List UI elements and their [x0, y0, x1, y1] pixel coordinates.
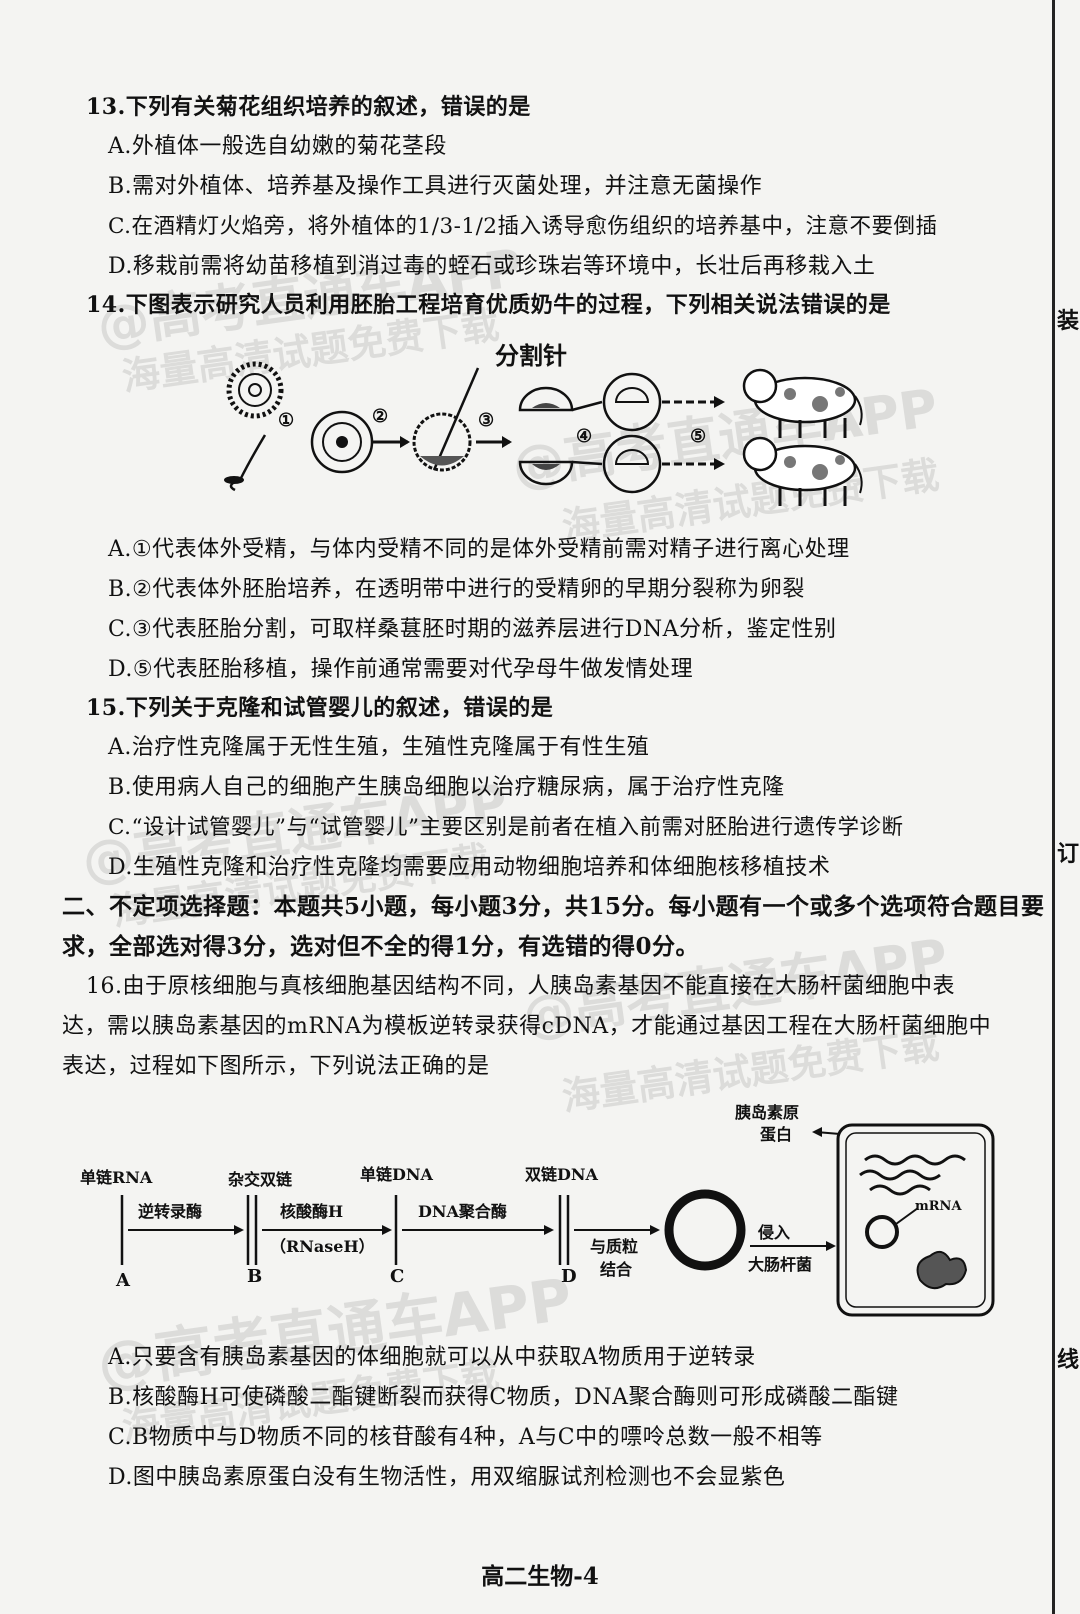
enzyme-dna-polymerase: DNA聚合酶	[418, 1202, 507, 1221]
q16-option-c: C.B物质中与D物质不同的核苷酸有4种，A与C中的嘌呤总数一般不相等	[108, 1425, 823, 1450]
binding-margin-line	[1052, 0, 1055, 1614]
bacterial-chromosome	[916, 1250, 968, 1290]
step-2-label: ②	[372, 406, 388, 427]
label-double-strand-dna: 双链DNA	[525, 1165, 599, 1184]
q13-stem: 13.下列有关菊花组织培养的叙述，错误的是	[86, 94, 531, 120]
label-hybrid-duplex: 杂交双链	[228, 1170, 293, 1189]
q15-option-a: A.治疗性克隆属于无性生殖，生殖性克隆属于有性生殖	[108, 735, 650, 760]
gene-expression-figure: 单链RNA 杂交双链 单链DNA 双链DNA A 逆转录酶 B 核酸酶H （RN…	[80, 1103, 995, 1317]
product-label-2: 蛋白	[760, 1125, 792, 1144]
blastocyst	[412, 412, 472, 472]
q13-option-d: D.移栽前需将幼苗移植到消过毒的蛭石或珍珠岩等环境中，长壮后再移栽入土	[108, 254, 876, 279]
q15-stem: 15.下列关于克隆和试管婴儿的叙述，错误的是	[86, 695, 554, 721]
page-footer: 高二生物-4	[481, 1563, 599, 1590]
half-embryo-bottom	[518, 460, 574, 486]
half-embryo-top	[518, 386, 574, 412]
step-4-label: ④	[576, 426, 592, 447]
q16-option-d: D.图中胰岛素原蛋白没有生物活性，用双缩脲试剂检测也不会显紫色	[108, 1465, 786, 1490]
q13-option-c: C.在酒精灯火焰旁，将外植体的1/3-1/2插入诱导愈伤组织的培养基中，注意不要…	[108, 214, 938, 239]
plasmid-in-cell	[865, 1215, 899, 1249]
embryo-bottom	[602, 434, 662, 494]
embryo-engineering-figure: 分割针 ① ② ③ ④	[224, 341, 863, 506]
q14-option-d: D.⑤代表胚胎移植，操作前通常需要对代孕母牛做发情处理	[108, 657, 694, 682]
mark-d: D	[561, 1266, 577, 1287]
q14-stem: 14.下图表示研究人员利用胚胎工程培育优质奶牛的过程，下列相关说法错误的是	[86, 292, 891, 318]
oocyte-with-sperm	[224, 361, 284, 492]
q14-option-b: B.②代表体外胚胎培养，在透明带中进行的受精卵的早期分裂称为卵裂	[108, 577, 805, 602]
mark-c: C	[390, 1266, 404, 1287]
needle-label: 分割针	[495, 341, 567, 370]
cow-top-icon	[742, 368, 863, 438]
step-transform-2: 大肠杆菌	[748, 1255, 812, 1274]
q16-option-a: A.只要含有胰岛素基因的体细胞就可以从中获取A物质用于逆转录	[108, 1345, 756, 1370]
product-label-1: 胰岛素原	[735, 1103, 799, 1122]
q13-option-a: A.外植体一般选自幼嫩的菊花茎段	[108, 134, 447, 159]
label-single-strand-rna: 单链RNA	[80, 1168, 153, 1187]
section2-rules: 求，全部选对得3分，选对但不全的得1分，有选错的得0分。	[62, 933, 700, 960]
margin-mark-ding: 订	[1057, 841, 1080, 867]
cow-bottom-icon	[742, 436, 863, 506]
q16-option-b: B.核酸酶H可使磷酸二酯键断裂而获得C物质，DNA聚合酶则可形成磷酸二酯键	[108, 1385, 899, 1410]
zygote	[310, 410, 374, 474]
q16-stem-line2: 达，需以胰岛素基因的mRNA为模板逆转录获得cDNA，才能通过基因工程在大肠杆菌…	[62, 1014, 992, 1039]
enzyme-rnase-h: 核酸酶H	[280, 1202, 343, 1221]
step-3-label: ③	[478, 410, 494, 431]
q16-stem-line3: 表达，过程如下图所示，下列说法正确的是	[62, 1054, 490, 1079]
label-single-strand-dna: 单链DNA	[360, 1165, 434, 1184]
q13-option-b: B.需对外植体、培养基及操作工具进行灭菌处理，并注意无菌操作	[108, 174, 763, 199]
step-ligate-plasmid-2: 结合	[599, 1260, 633, 1279]
enzyme-rnase-h-alias: （RNaseH）	[270, 1237, 375, 1256]
step-5-label: ⑤	[690, 426, 706, 447]
margin-mark-zhuang: 装	[1057, 308, 1080, 334]
mark-a: A	[115, 1270, 131, 1291]
q14-option-c: C.③代表胚胎分割，可取样桑葚胚时期的滋养层进行DNA分析，鉴定性别	[108, 617, 837, 642]
mark-b: B	[247, 1266, 262, 1287]
q15-option-c: C.“设计试管婴儿”与“试管婴儿”主要区别是前者在植入前需对胚胎进行遗传学诊断	[108, 815, 904, 840]
step-transform: 侵入	[757, 1223, 790, 1242]
q15-option-b: B.使用病人自己的细胞产生胰岛细胞以治疗糖尿病，属于治疗性克隆	[108, 775, 785, 800]
recombinant-plasmid	[664, 1189, 746, 1271]
q16-stem-line1: 16.由于原核细胞与真核细胞基因结构不同，人胰岛素基因不能直接在大肠杆菌细胞中表	[86, 974, 955, 999]
q15-option-d: D.生殖性克隆和治疗性克隆均需要应用动物细胞培养和体细胞核移植技术	[108, 855, 831, 880]
embryo-top	[602, 372, 662, 432]
enzyme-reverse-transcriptase: 逆转录酶	[138, 1202, 202, 1221]
margin-mark-xian: 线	[1057, 1347, 1080, 1373]
step-ligate-plasmid: 与质粒	[590, 1237, 638, 1256]
step-1-label: ①	[278, 410, 294, 431]
section2-heading: 二、不定项选择题：本题共5小题，每小题3分，共15分。每小题有一个或多个选项符合…	[62, 893, 1045, 920]
e-coli-cell	[836, 1123, 995, 1317]
label-mrna: mRNA	[915, 1199, 962, 1214]
q14-option-a: A.①代表体外受精，与体内受精不同的是体外受精前需对精子进行离心处理	[108, 537, 850, 562]
